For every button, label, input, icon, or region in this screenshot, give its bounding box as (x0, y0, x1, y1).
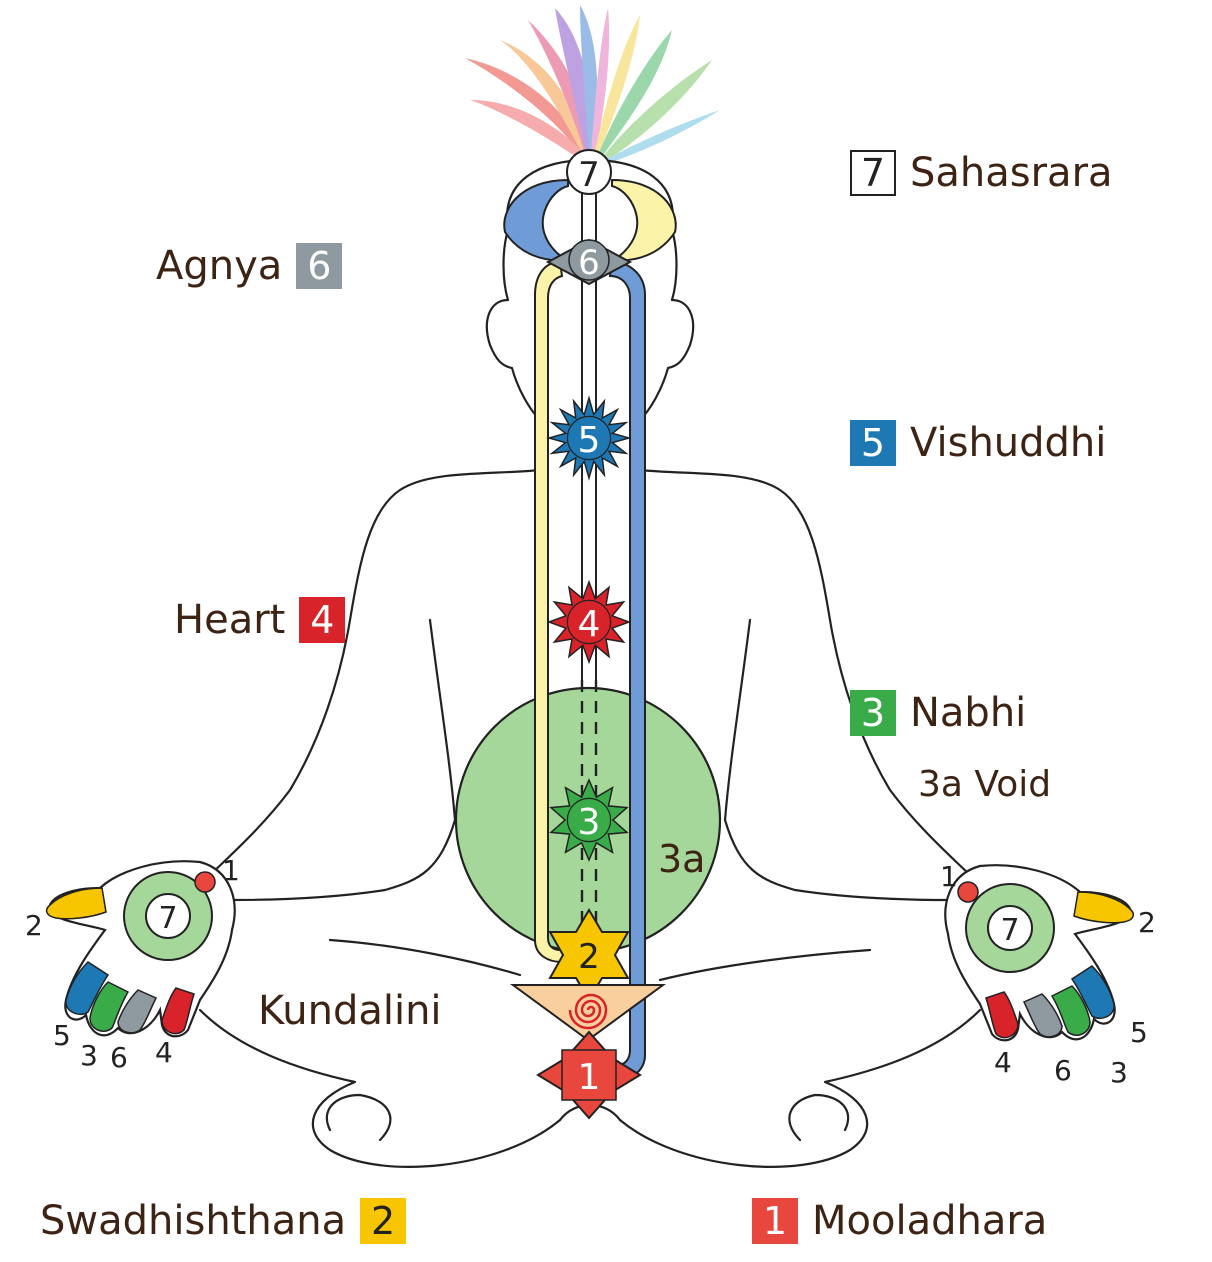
kundalini-name: Kundalini (258, 988, 442, 1034)
sahasrara-marker (566, 149, 612, 195)
star5-core (566, 415, 612, 461)
vishuddhi-marker (546, 395, 632, 481)
star4-core (566, 599, 612, 645)
nabhi-number-box: 3 (850, 690, 896, 736)
agnya-number-box: 6 (296, 243, 343, 289)
nabhi-name: Nabhi (910, 690, 1027, 736)
right-finger-number-1: 4 (994, 1046, 1012, 1079)
left-finger-number-3: 6 (110, 1041, 128, 1074)
star3-core (566, 797, 612, 843)
sahasrara-number-box: 7 (850, 150, 896, 196)
crown-flames (465, 5, 720, 166)
label-agnya: Agnya 6 (156, 243, 343, 289)
left-thumb-number: 2 (25, 909, 43, 942)
right-finger-number-4: 5 (1130, 1016, 1148, 1049)
right-finger-number-2: 6 (1054, 1054, 1072, 1087)
label-swadhishthana: Swadhishthana 2 (40, 1198, 407, 1244)
right-thumb-number: 2 (1138, 906, 1156, 939)
left-hand: 7 1 2 5 3 6 4 (25, 854, 240, 1074)
heart-name: Heart (174, 597, 286, 643)
mooladhara-name: Mooladhara (812, 1198, 1048, 1244)
right-hand: 7 1 2 4 6 3 5 (940, 860, 1156, 1089)
right-palm-number: 7 (1000, 913, 1019, 948)
kundalini-triangle (509, 984, 667, 1042)
mooladhara-center (561, 1049, 617, 1101)
void-marker-label: 3a (658, 837, 705, 881)
left-finger-number-1: 5 (53, 1019, 71, 1052)
swadhishthana-marker-number: 2 (578, 937, 600, 977)
label-vishuddhi: 5 Vishuddhi (850, 420, 1106, 466)
vishuddhi-name: Vishuddhi (910, 420, 1107, 466)
left-finger-number-4: 4 (155, 1036, 173, 1069)
sahasrara-name: Sahasrara (910, 150, 1113, 196)
label-nabhi: 3 Nabhi (850, 690, 1026, 736)
label-kundalini: Kundalini (258, 988, 442, 1034)
left-dot-number: 1 (222, 854, 240, 887)
mooladhara-marker-number: 1 (578, 1057, 601, 1098)
label-void: 3a Void (918, 764, 1051, 805)
left-palm-number: 7 (158, 901, 177, 936)
swadhishthana-name: Swadhishthana (40, 1198, 347, 1244)
label-heart: Heart 4 (174, 597, 346, 643)
nabhi-marker-number: 3 (578, 802, 601, 843)
heart-marker (546, 579, 632, 665)
nabhi-marker (549, 778, 629, 862)
kundalini-spiral-icon (568, 993, 608, 1030)
sahasrara-marker-number: 7 (578, 155, 600, 195)
left-finger-number-2: 3 (80, 1039, 98, 1072)
swadhishthana-number-box: 2 (360, 1198, 407, 1244)
body-outline (198, 158, 982, 1168)
right-finger-number-3: 3 (1110, 1056, 1128, 1089)
vishuddhi-marker-number: 5 (578, 420, 601, 461)
label-mooladhara: 1 Mooladhara (752, 1198, 1047, 1244)
agnya-marker-number: 6 (578, 243, 600, 283)
heart-number-box: 4 (299, 597, 346, 643)
heart-marker-number: 4 (578, 604, 601, 645)
label-sahasrara: 7 Sahasrara (850, 150, 1113, 196)
agnya-name: Agnya (156, 243, 283, 289)
mooladhara-number-box: 1 (752, 1198, 798, 1244)
void-name: 3a Void (918, 764, 1052, 805)
agnya-center (568, 239, 610, 281)
vishuddhi-number-box: 5 (850, 420, 896, 466)
right-dot-number: 1 (940, 860, 958, 893)
